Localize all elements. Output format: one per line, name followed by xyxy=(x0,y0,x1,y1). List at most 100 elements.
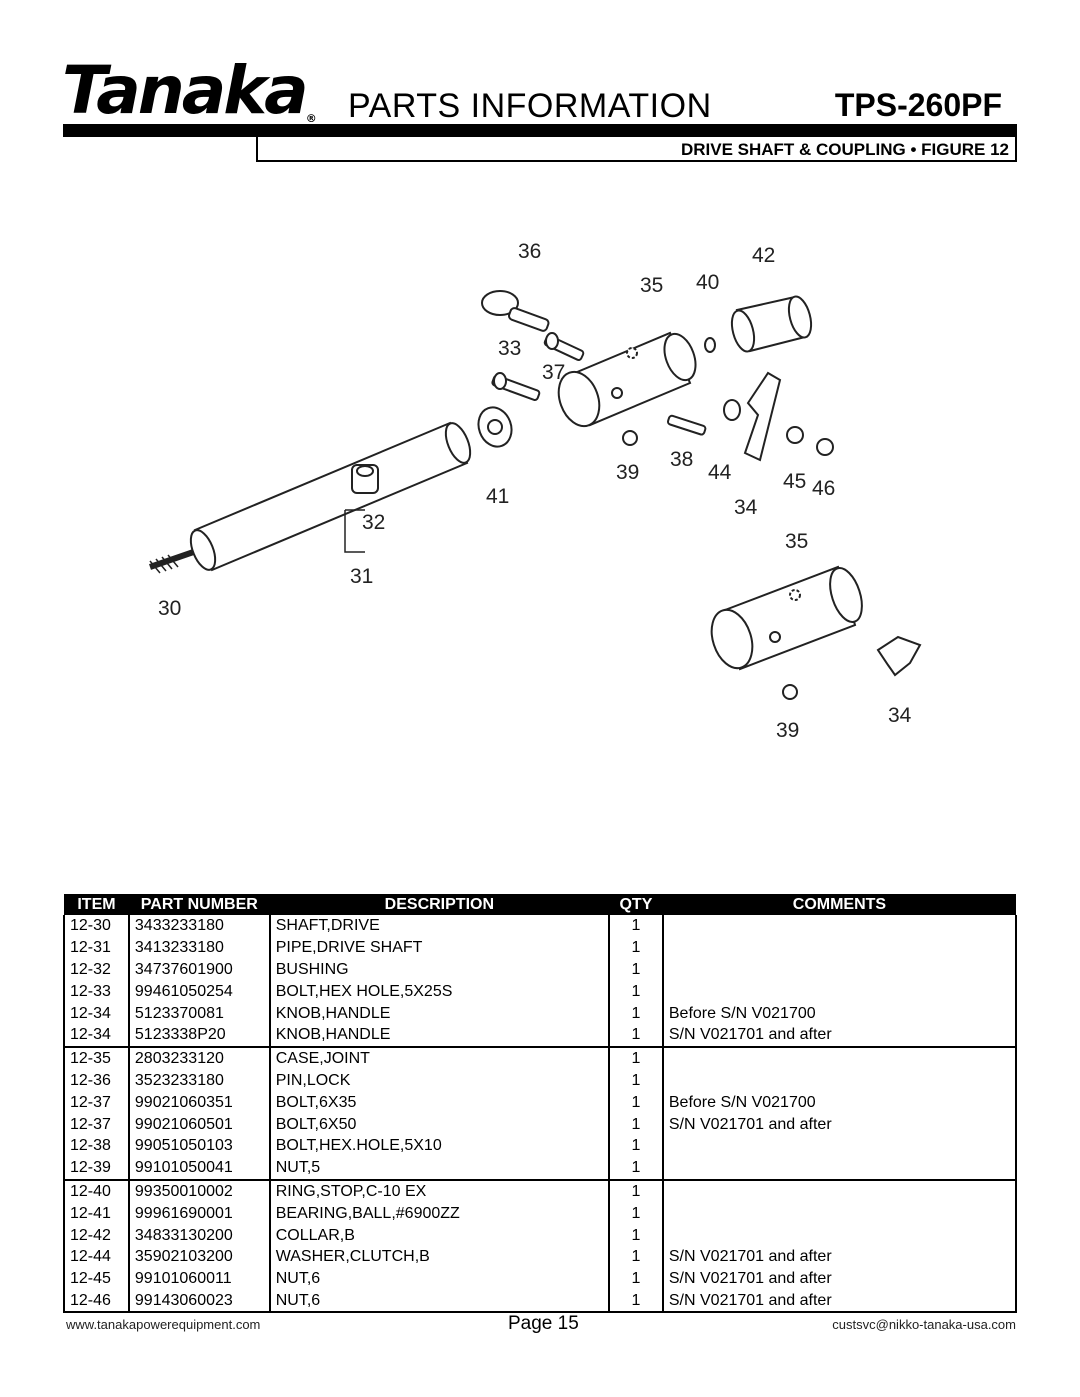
callout-39-detail: 39 xyxy=(776,719,799,742)
qty-cell: 1 xyxy=(607,1069,664,1092)
item-cell: 12-34 xyxy=(63,1023,130,1047)
figure-label: DRIVE SHAFT & COUPLING • FIGURE 12 xyxy=(680,140,1009,159)
website-link[interactable]: www.tanakapowerequipment.com xyxy=(66,1317,261,1332)
description-cell: BUSHING xyxy=(268,958,610,981)
comment-cell xyxy=(661,1134,1018,1157)
description-cell: SHAFT,DRIVE xyxy=(268,915,610,937)
comment-cell: S/N V021701 and after xyxy=(661,1245,1018,1268)
qty-cell: 1 xyxy=(607,1202,664,1225)
item-cell: 12-46 xyxy=(63,1289,130,1314)
bearing-part xyxy=(477,406,513,448)
qty-cell: 1 xyxy=(607,1002,664,1024)
description-cell: COLLAR,B xyxy=(268,1224,610,1246)
item-cell: 12-34 xyxy=(63,1002,130,1024)
callout-40: 40 xyxy=(696,271,719,294)
qty-cell: 1 xyxy=(607,915,664,937)
part-number-cell: 3523233180 xyxy=(127,1069,271,1092)
description-cell: BOLT,6X35 xyxy=(268,1091,610,1114)
drive-pipe-part xyxy=(189,421,472,572)
part-number-cell: 35902103200 xyxy=(127,1245,271,1268)
header-part-number: PART NUMBER xyxy=(128,894,270,915)
description-cell: BEARING,BALL,#6900ZZ xyxy=(268,1202,610,1225)
callout-30: 30 xyxy=(158,597,181,620)
qty-cell: 1 xyxy=(607,936,664,959)
qty-cell: 1 xyxy=(607,1023,664,1047)
comment-cell: Before S/N V021700 xyxy=(661,1091,1018,1114)
qty-cell: 1 xyxy=(607,1224,664,1246)
item-cell: 12-44 xyxy=(63,1245,130,1268)
qty-cell: 1 xyxy=(607,980,664,1003)
comment-cell xyxy=(661,958,1018,981)
description-cell: CASE,JOINT xyxy=(268,1045,610,1070)
part-number-cell: 2803233120 xyxy=(127,1045,271,1070)
parts-table-header: ITEM PART NUMBER DESCRIPTION QTY COMMENT… xyxy=(64,894,1016,915)
part-number-cell: 99461050254 xyxy=(127,980,271,1003)
item-cell: 12-41 xyxy=(63,1202,130,1225)
comment-cell: Before S/N V021700 xyxy=(661,1002,1018,1024)
part-number-cell: 34833130200 xyxy=(127,1224,271,1246)
joint-case-part xyxy=(557,331,697,428)
part-number-cell: 99021060501 xyxy=(127,1113,271,1135)
comment-cell xyxy=(661,1045,1018,1070)
callout-44: 44 xyxy=(708,461,732,484)
callout-41: 41 xyxy=(486,485,509,508)
part-number-cell: 99051050103 xyxy=(127,1134,271,1157)
email-link[interactable]: custsvc@nikko-tanaka-usa.com xyxy=(832,1317,1016,1332)
part-number-cell: 99350010002 xyxy=(127,1178,271,1203)
qty-cell: 1 xyxy=(607,1134,664,1157)
qty-cell: 1 xyxy=(607,1178,664,1203)
item-cell: 12-38 xyxy=(63,1134,130,1157)
part-number-cell: 99101060011 xyxy=(127,1267,271,1290)
header-description: DESCRIPTION xyxy=(269,894,609,915)
model-number: TPS-260PF xyxy=(834,87,1002,123)
comment-cell: S/N V021701 and after xyxy=(661,1267,1018,1290)
description-cell: BOLT,6X50 xyxy=(268,1113,610,1135)
item-cell: 12-31 xyxy=(63,936,130,959)
callout-36: 36 xyxy=(518,240,541,263)
part-number-cell: 99143060023 xyxy=(127,1289,271,1314)
part-number-cell: 34737601900 xyxy=(127,958,271,981)
lock-pin-part xyxy=(481,290,550,332)
qty-cell: 1 xyxy=(607,1113,664,1135)
nut-46-part xyxy=(816,438,834,456)
comment-cell xyxy=(661,915,1018,937)
comment-cell xyxy=(661,936,1018,959)
qty-cell: 1 xyxy=(607,958,664,981)
parts-table: ITEM PART NUMBER DESCRIPTION QTY COMMENT… xyxy=(63,894,1018,1314)
item-cell: 12-32 xyxy=(63,958,130,981)
comment-cell xyxy=(661,1156,1018,1180)
item-cell: 12-39 xyxy=(63,1156,130,1180)
description-cell: NUT,5 xyxy=(268,1156,610,1180)
header-qty: QTY xyxy=(608,894,663,915)
comment-cell: S/N V021701 and after xyxy=(661,1023,1018,1047)
part-number-cell: 5123370081 xyxy=(127,1002,271,1024)
comment-cell xyxy=(661,1178,1018,1203)
qty-cell: 1 xyxy=(607,1091,664,1114)
item-cell: 12-36 xyxy=(63,1069,130,1092)
page-number: Page 15 xyxy=(508,1313,579,1334)
callout-31: 31 xyxy=(350,565,373,588)
item-cell: 12-30 xyxy=(63,915,130,937)
clutch-washer-part xyxy=(723,399,741,421)
bolt-37-part xyxy=(543,332,585,361)
callout-35-detail: 35 xyxy=(785,530,808,553)
description-cell: PIN,LOCK xyxy=(268,1069,610,1092)
comment-cell: S/N V021701 and after xyxy=(661,1113,1018,1135)
joint-case-detail-part xyxy=(710,565,922,700)
item-cell: 12-37 xyxy=(63,1113,130,1135)
item-cell: 12-45 xyxy=(63,1267,130,1290)
item-cell: 12-33 xyxy=(63,980,130,1003)
item-cell: 12-40 xyxy=(63,1178,130,1203)
description-cell: NUT,6 xyxy=(268,1289,610,1314)
